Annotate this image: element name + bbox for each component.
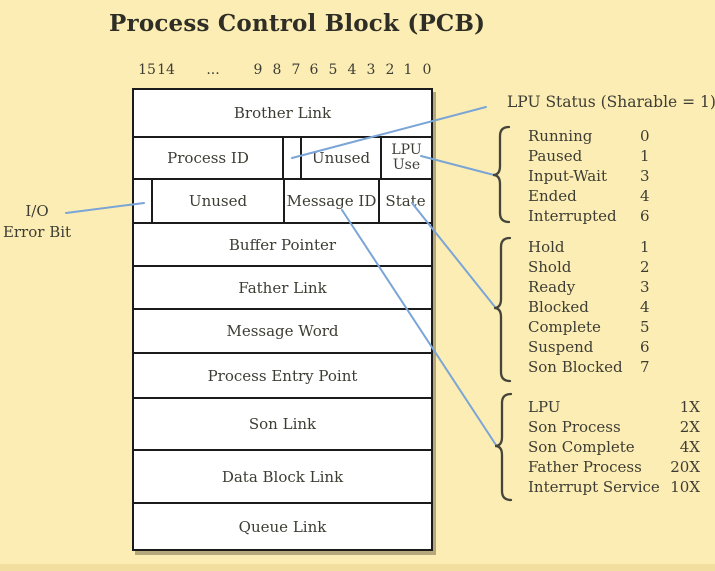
field-label: Data Block Link <box>221 467 344 486</box>
pcb-table: Brother Link Process ID Unused LPU Use U… <box>132 88 433 551</box>
page-title: Process Control Block (PCB) <box>109 10 486 37</box>
pcb-cell-io-error-bit <box>134 180 151 222</box>
brace-message-id-values <box>494 392 513 502</box>
field-label: Queue Link <box>238 517 327 536</box>
field-label: Brother Link <box>233 104 332 122</box>
bit-ellipsis: ... <box>206 62 220 78</box>
bit-label: 3 <box>366 62 376 78</box>
field-label: Message Word <box>226 322 339 340</box>
pcb-row-son-link: Son Link <box>134 397 431 449</box>
field-label: Father Link <box>238 278 327 297</box>
pcb-cell-process-id: Process ID <box>167 149 249 167</box>
pcb-row-data-block-link: Data Block Link <box>134 449 431 502</box>
pcb-row-process-id: Process ID Unused LPU Use <box>134 136 431 178</box>
pcb-row-brother-link: Brother Link <box>134 90 431 136</box>
pcb-row-process-entry-point: Process Entry Point <box>134 352 431 397</box>
bit-label: 0 <box>422 62 432 78</box>
field-label: Process Entry Point <box>207 366 358 385</box>
pcb-row-queue-link: Queue Link <box>134 502 431 549</box>
pcb-cell-message-id: Message ID <box>283 180 378 222</box>
field-label: Buffer Pointer <box>228 235 337 254</box>
pcb-row-buffer-pointer: Buffer Pointer <box>134 222 431 265</box>
pcb-cell-state: State <box>378 180 431 222</box>
bit-label: 9 <box>253 62 263 78</box>
bit-label: 6 <box>309 62 319 78</box>
pcb-cell-sharable-bit <box>282 138 300 178</box>
bit-label: 1 <box>403 62 413 78</box>
pcb-row-father-link: Father Link <box>134 265 431 308</box>
slide-bottom-edge <box>0 564 715 571</box>
pcb-cell-unused: Unused <box>151 180 283 222</box>
bit-label: 4 <box>347 62 357 78</box>
brace-lpu-use-values <box>492 125 511 224</box>
lpu-status-label: LPU Status (Sharable = 1) <box>507 93 715 111</box>
pcb-cell-lpu-use: LPU Use <box>380 138 431 178</box>
io-error-bit-label: I/O Error Bit <box>2 202 72 241</box>
bit-label: 5 <box>328 62 338 78</box>
bit-label: 2 <box>385 62 395 78</box>
brace-state-values <box>493 236 512 383</box>
field-label: Son Link <box>248 415 317 433</box>
bit-label: 14 <box>157 62 175 78</box>
pcb-row-message-word: Message Word <box>134 308 431 352</box>
bit-label: 15 <box>138 62 156 78</box>
bit-label: 8 <box>272 62 282 78</box>
bit-label: 7 <box>291 62 301 78</box>
pcb-cell-unused: Unused <box>300 138 380 178</box>
pcb-row-message-id: Unused Message ID State <box>134 178 431 222</box>
